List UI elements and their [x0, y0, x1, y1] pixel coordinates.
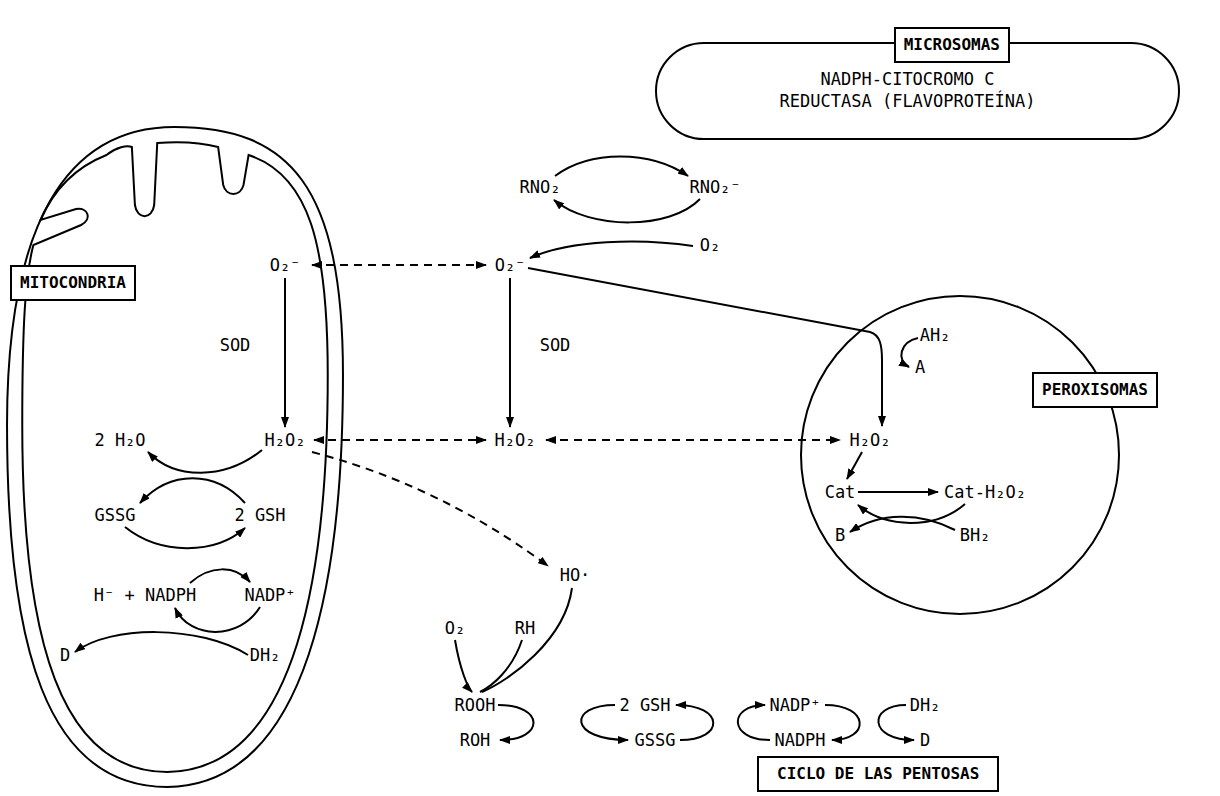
chemical-label: D: [920, 730, 930, 750]
chemical-label: NADPH: [774, 730, 825, 750]
inner-membrane: [22, 142, 327, 772]
reaction-arrow: [498, 705, 534, 740]
chemical-label: NADP⁺: [769, 695, 820, 715]
reaction-arrow: [148, 450, 262, 473]
reaction-arrow: [555, 157, 688, 177]
chemical-label: O₂⁻: [495, 255, 526, 275]
mitochondrion-outline: [5, 125, 345, 790]
reaction-arrow: [140, 478, 245, 503]
enzyme-name: NADPH-CITOCROMO C REDUCTASA (FLAVOPROTEÍ…: [775, 68, 1040, 112]
chemical-label: DH₂: [910, 695, 941, 715]
microsome-organelle: MICROSOMASNADPH-CITOCROMO C REDUCTASA (F…: [655, 42, 1180, 140]
reaction-arrow: [850, 517, 955, 532]
chemical-label: RH: [515, 618, 535, 638]
diffusion-arrow: [312, 452, 548, 566]
chemical-label: AH₂: [920, 325, 951, 345]
reaction-arrow: [528, 268, 882, 426]
reaction-arrow: [738, 705, 770, 740]
chemical-label: H₂O₂: [495, 430, 536, 450]
diffusion-arrow: [546, 439, 840, 441]
reaction-arrow: [858, 491, 938, 493]
enzyme-label: SOD: [220, 335, 251, 355]
reaction-arrow: [825, 705, 860, 740]
chemical-label: B: [835, 525, 845, 545]
chemical-label: Cat: [825, 482, 856, 502]
organelle-heading: MICROSOMAS: [894, 27, 1010, 63]
reaction-arrow: [676, 705, 713, 740]
chemical-label: O₂: [700, 235, 720, 255]
chemical-label: 2 GSH: [619, 695, 670, 715]
chemical-label: Cat-H₂O₂: [944, 482, 1026, 502]
chemical-label: 2 GSH: [234, 505, 285, 525]
enzyme-label: SOD: [540, 335, 571, 355]
chemical-label: BH₂: [960, 525, 991, 545]
reaction-arrow: [480, 640, 522, 692]
chemical-label: GSSG: [635, 730, 676, 750]
chemical-label: NADP⁺: [244, 585, 295, 605]
chemical-label: H₂O₂: [850, 430, 891, 450]
chemical-label: RNO₂: [520, 177, 561, 197]
chemical-label: A: [915, 357, 925, 377]
reaction-arrow: [530, 242, 693, 258]
chemical-label: RNO₂⁻: [689, 177, 740, 197]
chemical-label: O₂: [445, 618, 465, 638]
reaction-arrow: [509, 278, 511, 427]
chemical-label: O₂⁻: [270, 255, 301, 275]
chemical-label: D: [60, 645, 70, 665]
reaction-arrow: [75, 632, 248, 655]
peroxisome-organelle: PEROXISOMAS: [800, 295, 1120, 615]
reaction-arrow: [847, 452, 862, 479]
chemical-label: H⁻ + NADPH: [94, 585, 196, 605]
chemical-label: ROOH: [455, 695, 496, 715]
chemical-label: HO·: [560, 565, 591, 585]
reaction-arrow: [482, 588, 572, 692]
reaction-arrow: [554, 199, 700, 222]
chemical-label: ROH: [460, 730, 491, 750]
chemical-label: DH₂: [250, 645, 281, 665]
reaction-arrow: [175, 607, 260, 632]
pathway-box: CICLO DE LAS PENTOSAS: [757, 756, 999, 792]
chemical-label: 2 H₂O: [94, 430, 145, 450]
mitochondrion-organelle: MITOCONDRIA: [5, 125, 345, 790]
reaction-arrow: [455, 640, 472, 692]
organelle-heading: PEROXISOMAS: [1032, 372, 1158, 408]
organelle-heading: MITOCONDRIA: [10, 265, 136, 301]
reaction-arrow: [190, 569, 250, 583]
chemical-label: GSSG: [95, 505, 136, 525]
reaction-arrow: [284, 278, 286, 427]
pathway-name: CICLO DE LAS PENTOSAS: [777, 764, 979, 784]
diffusion-arrow: [312, 264, 486, 266]
outer-membrane: [7, 127, 343, 787]
diffusion-arrow: [314, 439, 486, 441]
chemical-label: H₂O₂: [265, 430, 306, 450]
reaction-arrow: [125, 527, 245, 548]
reaction-arrow: [878, 705, 914, 740]
